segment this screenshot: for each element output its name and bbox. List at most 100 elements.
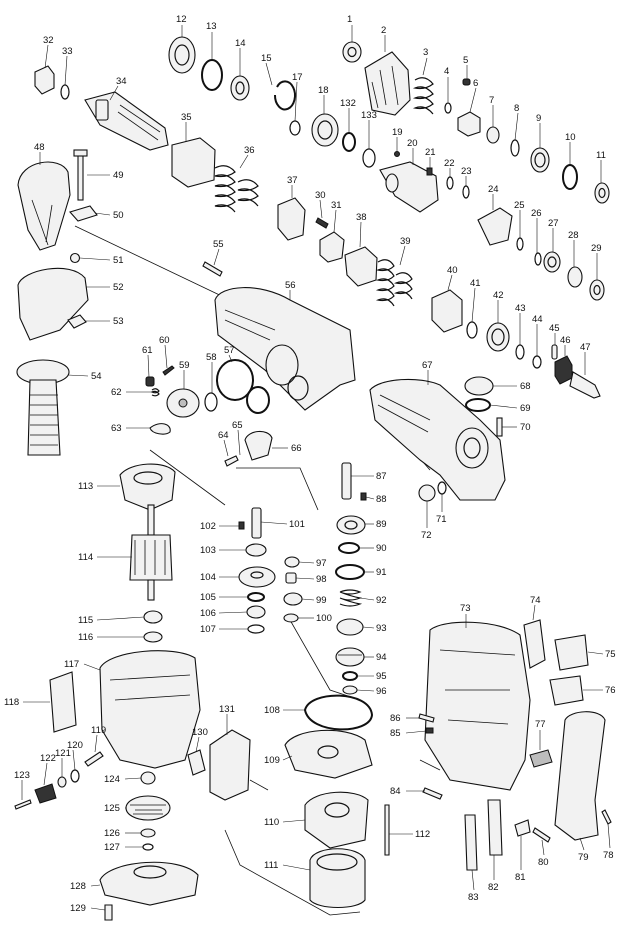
label-131: 131 xyxy=(219,704,235,715)
part-68-cap xyxy=(464,376,494,396)
label-7: 7 xyxy=(489,95,494,106)
part-101-shaft xyxy=(251,507,262,539)
part-90-ring xyxy=(338,542,360,554)
label-62: 62 xyxy=(111,387,122,398)
part-93-clutch-cam xyxy=(336,618,364,636)
part-69-o-ring xyxy=(465,398,491,412)
part-42-clutch xyxy=(486,322,510,352)
part-111-field xyxy=(309,848,366,908)
part-23-ring xyxy=(462,185,470,199)
label-21: 21 xyxy=(425,147,436,158)
part-112-screw xyxy=(384,804,390,856)
part-64-screw xyxy=(224,455,239,467)
part-105-ring xyxy=(247,592,265,602)
part-94-gear xyxy=(335,647,365,667)
label-111: 111 xyxy=(264,860,278,871)
label-43: 43 xyxy=(515,303,526,314)
part-82-cord-guard xyxy=(487,799,503,856)
part-75-switch xyxy=(554,634,589,671)
label-127: 127 xyxy=(104,842,120,853)
part-44-ring xyxy=(532,355,542,369)
part-35-cylinder xyxy=(171,137,216,188)
label-28: 28 xyxy=(568,230,579,241)
part-52-grip-base xyxy=(17,267,89,341)
label-60: 60 xyxy=(159,335,170,346)
label-108: 108 xyxy=(264,705,280,716)
part-124-bushing xyxy=(140,771,156,785)
label-96: 96 xyxy=(376,686,387,697)
label-13: 13 xyxy=(206,21,217,32)
label-133: 133 xyxy=(361,110,377,121)
label-110: 110 xyxy=(264,817,279,828)
label-6: 6 xyxy=(473,78,478,89)
part-58-ring xyxy=(204,392,218,412)
label-11: 11 xyxy=(596,150,606,161)
label-85: 85 xyxy=(390,728,401,739)
part-116-washer xyxy=(143,631,163,643)
label-109: 109 xyxy=(264,755,280,766)
label-5: 5 xyxy=(463,55,468,66)
part-61-bearing xyxy=(145,376,155,387)
label-122: 122 xyxy=(40,753,56,764)
part-108-seal xyxy=(303,694,374,731)
part-91-ring xyxy=(335,564,365,580)
label-78: 78 xyxy=(603,850,614,861)
part-83-cord xyxy=(464,814,478,871)
part-39-spring xyxy=(375,259,413,307)
label-3: 3 xyxy=(423,47,428,58)
label-54: 54 xyxy=(91,371,102,382)
part-60-pin xyxy=(162,365,175,376)
label-72: 72 xyxy=(421,530,432,541)
label-107: 107 xyxy=(200,624,216,635)
label-99: 99 xyxy=(316,595,327,606)
part-133-washer xyxy=(362,148,376,168)
part-63-seal xyxy=(149,423,171,435)
part-57-o-ring xyxy=(216,359,254,401)
label-25: 25 xyxy=(514,200,525,211)
part-130-brush-holder xyxy=(187,749,206,776)
part-3-spring xyxy=(412,77,434,115)
part-98-gear xyxy=(285,572,297,584)
label-125: 125 xyxy=(104,803,120,814)
part-55-bolt xyxy=(202,261,223,277)
part-92-spring xyxy=(339,589,363,607)
part-45-pin xyxy=(551,344,558,360)
part-48-strap xyxy=(17,161,71,251)
part-21-pin xyxy=(426,167,433,176)
part-41-ring xyxy=(466,321,478,339)
part-97-bearing xyxy=(284,556,300,568)
part-25-ring xyxy=(516,237,524,251)
part-80-screw xyxy=(532,827,551,843)
label-87: 87 xyxy=(376,471,387,482)
label-12: 12 xyxy=(176,14,187,25)
part-labels: 1 2 3 4 5 6 7 8 9 10 11 12 13 14 15 17 1… xyxy=(4,14,616,914)
part-53-screw xyxy=(67,314,87,329)
label-15: 15 xyxy=(261,53,272,64)
part-34-barrel xyxy=(84,91,169,151)
part-106-bearing xyxy=(246,605,266,619)
part-115-bearing xyxy=(143,610,163,624)
label-9: 9 xyxy=(536,113,541,124)
label-97: 97 xyxy=(316,558,327,569)
label-40: 40 xyxy=(447,265,458,276)
label-95: 95 xyxy=(376,671,387,682)
label-112: 112 xyxy=(415,829,430,840)
label-94: 94 xyxy=(376,652,387,663)
part-71-ring xyxy=(437,481,447,495)
label-45: 45 xyxy=(549,323,560,334)
part-38-bushing xyxy=(344,246,378,287)
part-99-bearing xyxy=(283,592,303,606)
part-12-collar xyxy=(168,36,196,74)
part-19-pin xyxy=(394,151,400,157)
label-2: 2 xyxy=(381,25,386,36)
label-126: 126 xyxy=(104,828,120,839)
label-68: 68 xyxy=(520,381,531,392)
label-19: 19 xyxy=(392,127,403,138)
label-120: 120 xyxy=(67,740,83,751)
label-101: 101 xyxy=(289,519,305,530)
part-5-ball xyxy=(462,78,471,86)
part-128-baffle-plate xyxy=(99,861,199,906)
label-27: 27 xyxy=(548,218,559,229)
label-128: 128 xyxy=(70,881,86,892)
part-104-gear xyxy=(238,566,276,588)
